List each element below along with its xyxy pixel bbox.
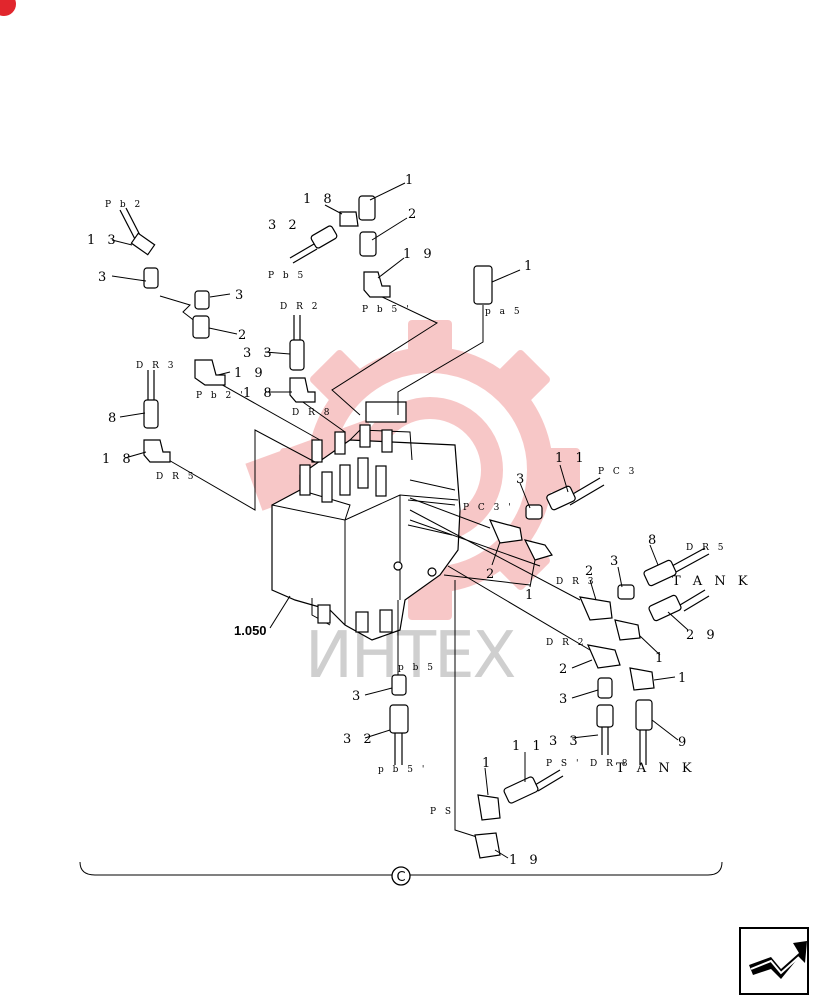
port-label-pb2p: P b 2 '	[196, 391, 246, 401]
callout-3: 3	[352, 689, 364, 704]
callout-11: 1 1	[512, 739, 545, 754]
leader-lines	[111, 182, 689, 859]
callout-1: 1	[655, 651, 667, 666]
callout-32: 3 2	[268, 218, 301, 233]
port-label-pb5-lower: p b 5	[398, 663, 436, 673]
callout-19: 1 9	[234, 366, 267, 381]
callout-33: 3 3	[549, 734, 582, 749]
callout-13: 1 3	[87, 233, 120, 248]
port-label-dr5-right: D R 5	[686, 543, 726, 553]
callout-1: 1	[678, 671, 690, 686]
port-label-dr5: D R 5	[156, 472, 196, 482]
callout-19: 1 9	[509, 853, 542, 868]
port-label-pb2: P b 2	[105, 200, 143, 210]
next-page-button[interactable]	[739, 927, 809, 995]
callout-8: 8	[108, 411, 120, 426]
port-label-pb5p: P b 5 '	[362, 305, 412, 315]
callout-2: 2	[408, 207, 420, 222]
callout-1: 1	[525, 588, 537, 603]
port-label-dr8: D R 8	[292, 408, 332, 418]
port-label-dr8-lower: D R 8	[590, 759, 630, 769]
red-corner-marker-icon	[0, 0, 16, 16]
callout-3: 3	[559, 692, 571, 707]
callout-33: 3 3	[243, 346, 276, 361]
callout-19: 1 9	[403, 247, 436, 262]
callout-2: 2	[559, 662, 571, 677]
callout-8: 8	[648, 533, 660, 548]
port-label-dr3-right: D R 3	[556, 577, 596, 587]
callout-11: 1 1	[555, 451, 588, 466]
callout-3: 3	[610, 554, 622, 569]
callout-1: 1	[405, 173, 417, 188]
assembly-reference: 1.050	[234, 623, 267, 638]
port-label-tank-lower: T A N K	[616, 761, 696, 776]
callout-2: 2	[238, 328, 250, 343]
callout-1: 1	[524, 259, 536, 274]
callout-numbers: 1 3 3 3 2 1 9 8 1 8 3 3 1 8 1 8 1 3 2 2 …	[87, 173, 719, 868]
port-label-ps: P S	[430, 807, 454, 817]
callout-1: 1	[482, 756, 494, 771]
port-label-pc3: P C 3	[598, 467, 637, 477]
port-label-dr2-right: D R 2	[546, 638, 586, 648]
port-label-pb5p-lower: p b 5 '	[378, 765, 427, 775]
callout-18: 1 8	[243, 386, 276, 401]
watermark-text: ИНТЕХ	[305, 619, 515, 693]
callout-18: 1 8	[102, 452, 135, 467]
callout-18: 1 8	[303, 192, 336, 207]
port-label-pb5: P b 5	[268, 271, 306, 281]
port-label-pc3p: P C 3 '	[463, 503, 514, 513]
port-label-dr3: D R 3	[136, 361, 176, 371]
fitting-parts	[119, 195, 710, 859]
callout-3: 3	[235, 288, 247, 303]
control-valve-body	[271, 401, 461, 641]
callout-2: 2	[585, 564, 597, 579]
callout-3: 3	[98, 270, 110, 285]
section-brace: C	[79, 861, 723, 886]
port-label-tank: T A N K	[672, 574, 752, 589]
section-letter: C	[396, 870, 405, 885]
callout-3: 3	[516, 472, 528, 487]
callout-2: 2	[486, 567, 498, 582]
arrow-next-icon	[749, 941, 807, 979]
port-label-dr2: D R 2	[280, 302, 320, 312]
port-labels: P b 2 P b 5 P b 5 ' p a 5 D R 2 D R 3 P …	[105, 200, 752, 817]
port-label-psp: P S '	[546, 759, 581, 769]
callout-29: 2 9	[686, 628, 719, 643]
port-label-pa5: p a 5	[485, 307, 523, 317]
callout-32: 3 2	[343, 732, 376, 747]
callout-9: 9	[678, 735, 690, 750]
